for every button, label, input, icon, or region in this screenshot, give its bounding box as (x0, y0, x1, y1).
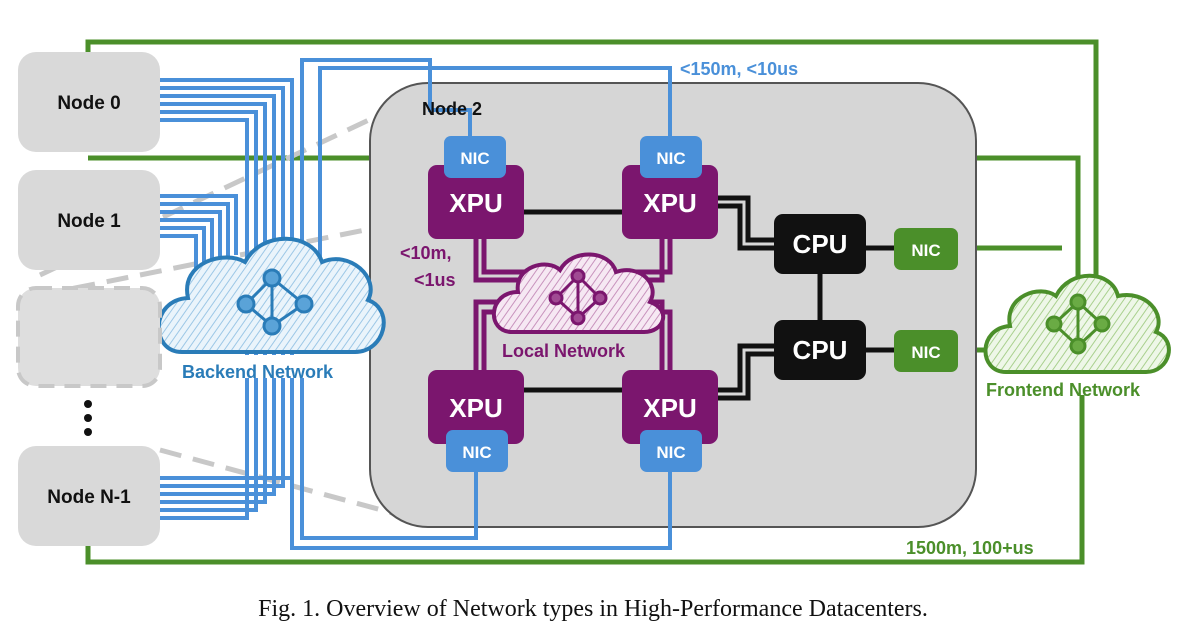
nic-top-left: NIC (444, 136, 506, 178)
local-latency-line1: <10m, (400, 243, 452, 263)
backend-network-label: Backend Network (182, 362, 334, 382)
xpu-label: XPU (449, 393, 502, 423)
nic-frontend-top: NIC (894, 228, 958, 270)
node-0: Node 0 (18, 52, 160, 152)
nic-label: NIC (911, 343, 940, 362)
nic-label: NIC (911, 241, 940, 260)
cpu-bottom: CPU (774, 320, 866, 380)
nic-bottom-left: NIC (446, 430, 508, 472)
node-2-label: Node 2 (422, 99, 482, 119)
cpu-top: CPU (774, 214, 866, 274)
local-network-label: Local Network (502, 341, 626, 361)
frontend-network-label: Frontend Network (986, 380, 1141, 400)
nic-label: NIC (656, 443, 685, 462)
backend-cloud-icon (156, 236, 386, 354)
node-1: Node 1 (18, 170, 160, 270)
xpu-label: XPU (643, 188, 696, 218)
nic-label: NIC (656, 149, 685, 168)
xpu-bottom-right: XPU (622, 370, 718, 444)
nic-label: NIC (462, 443, 491, 462)
cpu-links (524, 195, 896, 401)
xpu-top-right: XPU (622, 165, 718, 239)
node-0-label: Node 0 (57, 93, 120, 114)
local-latency-line2: <1us (414, 270, 456, 290)
node-n-1-label: Node N-1 (47, 487, 131, 508)
frontend-latency-label: 1500m, 100+us (906, 538, 1034, 558)
xpu-bottom-left: XPU (428, 370, 524, 444)
node-placeholder (16, 286, 162, 388)
xpu-label: XPU (449, 188, 502, 218)
nic-frontend-bottom: NIC (894, 330, 958, 372)
nic-label: NIC (460, 149, 489, 168)
cpu-label: CPU (793, 335, 848, 365)
ellipsis-icon (84, 400, 92, 436)
network-graph-icon (1045, 293, 1111, 355)
nic-top-right: NIC (640, 136, 702, 178)
node-n-1: Node N-1 (18, 446, 160, 546)
frontend-cloud-icon (983, 273, 1171, 374)
backend-latency-label: <150m, <10us (680, 59, 798, 79)
local-cloud-icon (492, 252, 666, 334)
xpu-label: XPU (643, 393, 696, 423)
cpu-label: CPU (793, 229, 848, 259)
network-graph-icon (236, 268, 314, 336)
network-graph-icon (548, 268, 608, 326)
nic-bottom-right: NIC (640, 430, 702, 472)
figure-caption: Fig. 1. Overview of Network types in Hig… (258, 596, 928, 622)
node-1-label: Node 1 (57, 211, 121, 232)
network-diagram: Node 0 Node 1 Node N-1 XPU XPU XPU XPU N… (16, 39, 1171, 565)
xpu-top-left: XPU (428, 165, 524, 239)
